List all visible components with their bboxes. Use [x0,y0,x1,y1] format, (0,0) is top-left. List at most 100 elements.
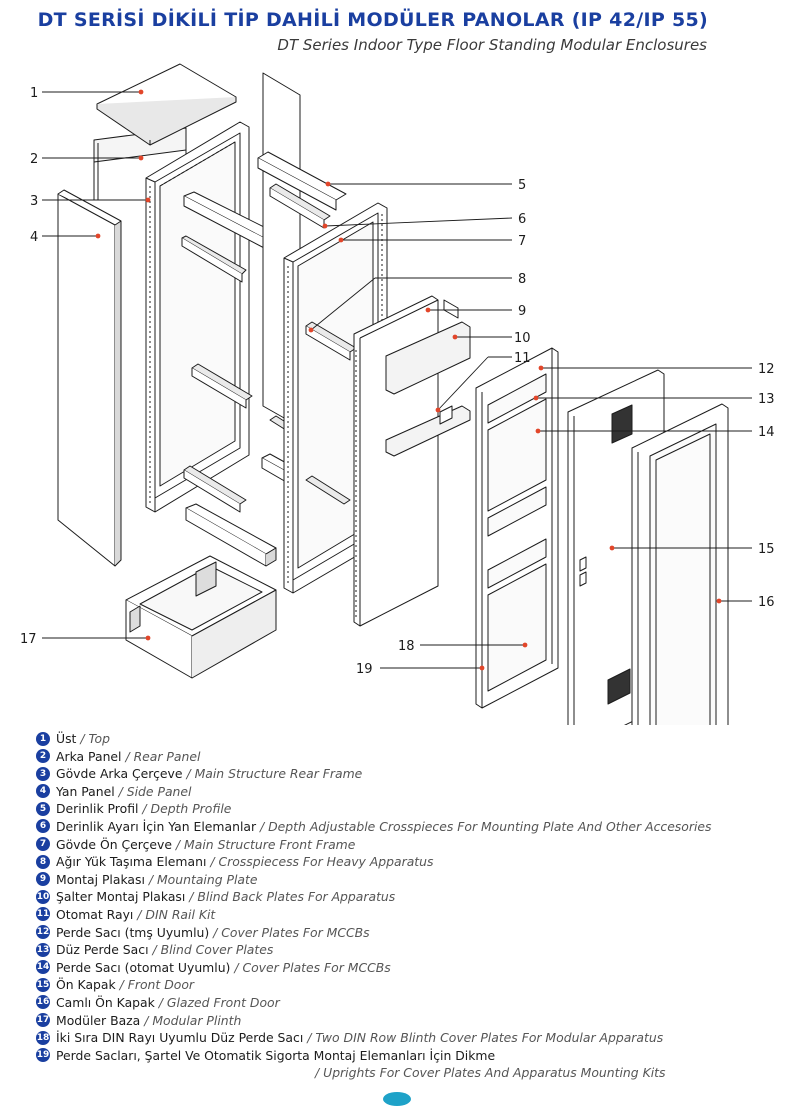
legend-english-label: Two DIN Row Blinth Cover Plates For Modu… [315,1030,664,1046]
callout-7: 7 [518,234,526,249]
rear-crosspieces [181,191,279,567]
legend-item: 19 Perde Sacları, Şartel Ve Otomatik Sigo… [36,1047,786,1065]
callout-5: 5 [518,178,526,193]
legend-item-continuation: / Uprights For Cover Plates And Apparatu… [315,1065,666,1081]
legend-english-label: Uprights For Cover Plates And Apparatus … [323,1065,666,1081]
legend-number-badge: 11 [36,907,50,922]
legend-number-badge: 18 [36,1030,50,1045]
legend-english-label: Front Door [127,977,194,993]
legend-number-badge: 2 [36,749,50,764]
legend-english-label: DIN Rail Kit [145,906,216,922]
legend-number-badge: 12 [36,925,50,940]
glazed-front-door-part [631,403,729,725]
callout-15: 15 [758,542,775,557]
heavy-crosspieces-part [305,321,357,505]
legend-english-label: Rear Panel [133,748,201,764]
legend-number-badge: 7 [36,837,50,852]
legend-number-badge: 3 [36,766,50,781]
legend-english-label: Side Panel [126,783,192,799]
legend-turkish-label: Otomat Rayı [56,906,134,922]
legend-english-label: Mountaing Plate [156,871,258,887]
blind-back-plates-part [385,299,471,457]
callout-19: 19 [356,662,373,677]
callout-1: 1 [30,86,38,101]
legend-turkish-label: Montaj Plakası [56,871,145,887]
callout-13: 13 [758,392,775,407]
modular-plinth-part [125,555,277,679]
legend-turkish-label: Yan Panel [56,783,115,799]
legend-english-label: Modular Plinth [152,1012,242,1028]
legend-number-badge: 17 [36,1013,50,1027]
legend-english-label: Depth Adjustable Crosspieces For Mountin… [268,818,712,834]
legend-turkish-label: Gövde Ön Çerçeve [56,836,172,852]
legend-turkish-label: Şalter Montaj Plakası [56,889,186,905]
callout-2: 2 [30,152,38,167]
callout-11: 11 [514,351,531,366]
legend-turkish-label: Düz Perde Sacı [56,942,149,958]
exploded-enclosure-diagram: 1 2 3 4 5 6 7 8 9 10 11 12 13 14 15 16 1… [20,63,775,725]
legend-english-label: Cover Plates For MCCBs [221,924,370,940]
callout-18: 18 [398,639,415,654]
legend-turkish-label: Modüler Baza [56,1012,141,1028]
legend-number-badge: 19 [36,1048,50,1063]
legend-number-badge: 16 [36,995,50,1010]
legend-number-badge: 4 [36,784,50,799]
legend-english-label: Depth Profile [150,801,232,817]
legend-turkish-label: Derinlik Profil [56,801,139,817]
legend-english-label: Crosspiecess For Heavy Apparatus [218,854,434,870]
page-subtitle: DT Series Indoor Type Floor Standing Mod… [277,36,707,54]
legend-english-label: Cover Plates For MCCBs [242,959,391,975]
page-corner-decoration [383,1092,411,1106]
callout-14: 14 [758,425,775,440]
legend-turkish-label: Camlı Ön Kapak [56,994,155,1010]
callout-12: 12 [758,362,775,377]
legend-turkish-label: Gövde Arka Çerçeve [56,766,183,782]
legend-english-label: Glazed Front Door [166,994,280,1010]
legend-english-label: Main Structure Front Frame [184,836,356,852]
legend-english-label: Main Structure Rear Frame [194,766,363,782]
callout-10: 10 [514,331,531,346]
callout-8: 8 [518,272,526,287]
legend-turkish-label: Arka Panel [56,748,122,764]
legend-number-badge: 5 [36,801,50,816]
callout-3: 3 [30,194,38,209]
legend-english-label: Top [88,731,110,746]
legend-turkish-label: Perde Sacı (otomat Uyumlu) [56,959,231,975]
legend-number-badge: 15 [36,977,50,992]
legend-turkish-label: Ağır Yük Taşıma Elemanı [56,854,207,870]
callout-16: 16 [758,595,775,610]
leader-lines [42,91,752,669]
callout-4: 4 [30,230,38,245]
legend-turkish-label: Derinlik Ayarı İçin Yan Elemanlar [56,818,257,834]
legend-english-label: Blind Cover Plates [160,942,274,958]
legend-number-badge: 8 [36,854,50,869]
callout-markers [95,89,722,671]
rear-frame-part [145,121,250,513]
legend-turkish-label: Üst [56,731,77,746]
legend-number-badge: 10 [36,889,50,904]
callout-6: 6 [518,212,526,227]
legend-number-badge: 1 [36,731,50,746]
side-panel-part [57,189,122,567]
upright-cover-plates-part [475,347,559,709]
legend-turkish-label: Perde Sacları, Şartel Ve Otomatik Sigort… [56,1047,496,1063]
page-title: DT SERİSİ DİKİLİ TİP DAHİLİ MODÜLER PANO… [37,9,708,31]
callout-17: 17 [20,632,37,647]
